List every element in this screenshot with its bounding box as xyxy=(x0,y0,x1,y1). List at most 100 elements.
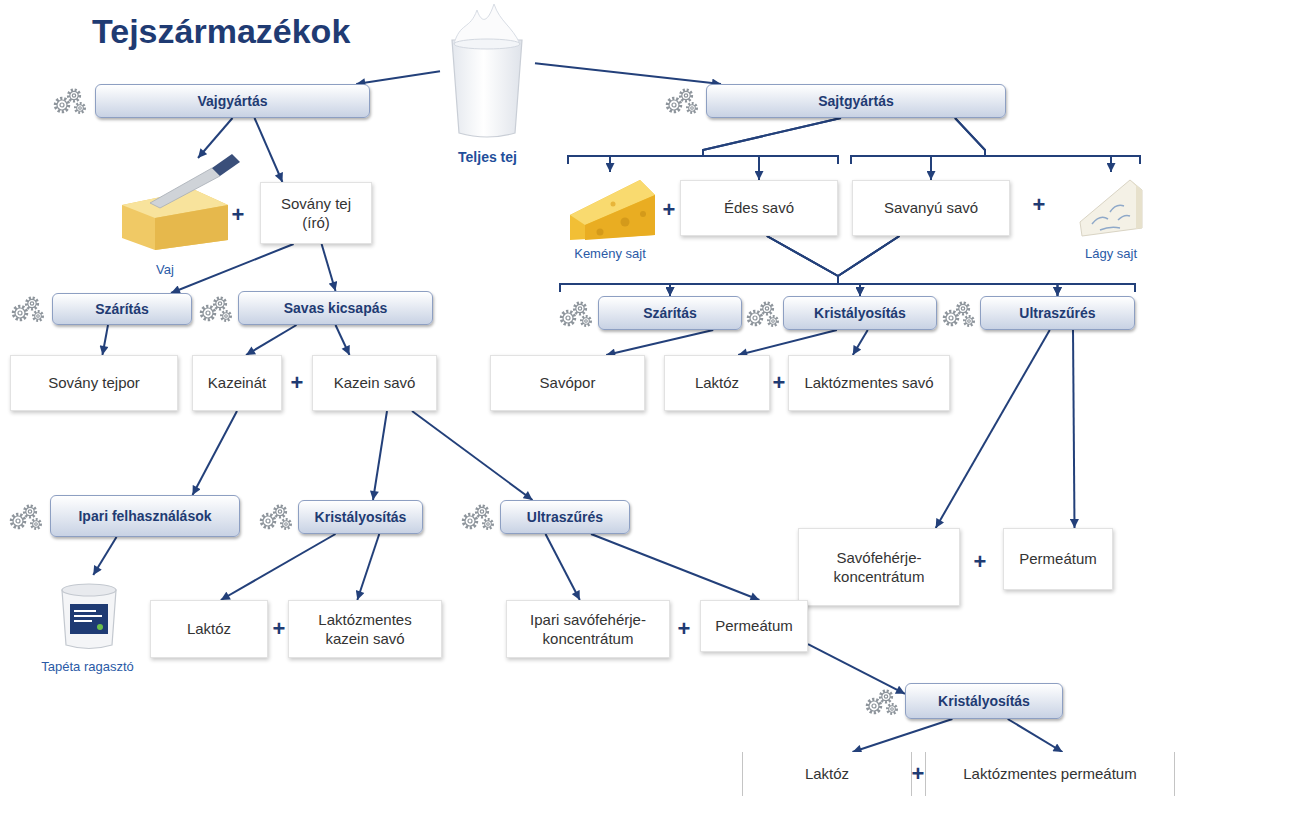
flow-arrow xyxy=(738,330,837,355)
process-box: Ipari felhasználások xyxy=(50,495,240,537)
node-text: Laktóz xyxy=(695,373,739,393)
process-box: Ultraszűrés xyxy=(980,296,1135,330)
hard-cheese-picture xyxy=(570,180,655,240)
group-brackets xyxy=(851,156,1140,164)
milk-glass xyxy=(454,39,520,49)
flow-arrow xyxy=(322,244,336,291)
hard-cheese-picture xyxy=(640,211,646,217)
process-box: Ultraszűrés xyxy=(500,500,630,534)
process-box: Savas kicsapás xyxy=(238,291,433,325)
group-brackets xyxy=(560,156,1140,292)
flow-arrow xyxy=(246,325,297,355)
product-box: Savófehérje-koncentrátum xyxy=(798,528,960,606)
node-text: Kazein savó xyxy=(334,373,416,393)
product-picture: Tapéta ragasztó xyxy=(30,575,145,675)
product-box: Laktóz xyxy=(150,600,268,658)
process-box: Sajtgyártás xyxy=(706,84,1006,118)
node-text: Ultraszűrés xyxy=(1019,305,1095,322)
butter-picture xyxy=(122,154,240,250)
product-box: Savanyú savó xyxy=(852,180,1010,236)
group-brackets xyxy=(560,284,1135,292)
soft-cheese-picture xyxy=(1080,180,1142,236)
paint-bucket-picture xyxy=(74,615,102,617)
product-box: Sovány tej (író) xyxy=(260,182,372,244)
gear-icons xyxy=(56,90,85,113)
node-text: Szárítás xyxy=(643,305,697,322)
paint-bucket-picture xyxy=(70,604,108,634)
flow-arrow xyxy=(853,719,953,752)
milk-glass xyxy=(454,4,520,48)
product-picture: Kemény sajt xyxy=(562,172,658,262)
process-box: Kristályosítás xyxy=(905,683,1063,719)
flow-arrow xyxy=(171,244,294,293)
product-picture: Lágy sajt xyxy=(1068,172,1154,262)
process-box: Szárítás xyxy=(598,296,742,330)
process-box: Szárítás xyxy=(52,293,192,325)
node-text: Kazeinát xyxy=(208,373,266,393)
node-text: Kristályosítás xyxy=(938,693,1030,710)
node-text: Szárítás xyxy=(95,301,149,318)
product-picture: Vaj xyxy=(110,158,220,278)
node-text: Vajgyártás xyxy=(197,93,267,110)
product-box: Édes savó xyxy=(680,180,838,236)
gear-icons xyxy=(749,303,778,326)
plus-sign: + xyxy=(769,370,789,396)
flow-arrow xyxy=(591,534,759,600)
paint-bucket-picture xyxy=(74,610,96,612)
process-box: Kristályosítás xyxy=(298,500,423,534)
flow-arrow xyxy=(1073,330,1075,528)
product-box: Kazeinát xyxy=(192,355,282,411)
paint-bucket-picture xyxy=(62,584,116,596)
soft-cheese-picture xyxy=(1092,205,1130,230)
butter-picture xyxy=(150,168,220,208)
product-box: Laktózmentes permeátum xyxy=(925,752,1175,796)
flow-arrow xyxy=(221,534,336,600)
node-text: Sovány tejpor xyxy=(48,373,140,393)
product-picture: Teljes tej xyxy=(440,8,535,166)
butter-picture xyxy=(212,154,240,176)
node-text: Laktóz xyxy=(805,764,849,784)
soft-cheese-picture xyxy=(1080,180,1142,236)
node-text: Savanyú savó xyxy=(884,198,978,218)
gear-icons xyxy=(12,506,41,529)
flow-arrow xyxy=(535,63,721,84)
plus-sign: + xyxy=(269,616,289,642)
flow-arrow xyxy=(373,411,387,500)
node-text: Ipari felhasználások xyxy=(78,508,211,525)
flow-arrow xyxy=(853,330,868,355)
paint-bucket-picture xyxy=(62,590,116,649)
product-box: Sovány tejpor xyxy=(10,355,178,411)
flow-arrow xyxy=(808,644,905,694)
plus-sign: + xyxy=(228,202,248,228)
gear-icons xyxy=(262,506,291,529)
flow-arrow xyxy=(838,236,1058,296)
product-box: Laktózmentes kazein savó xyxy=(288,600,442,658)
flow-arrow xyxy=(955,118,1111,172)
process-box: Kristályosítás xyxy=(783,296,937,330)
node-text: Laktóz xyxy=(187,619,231,639)
flow-arrow xyxy=(356,71,440,84)
flow-arrow xyxy=(336,325,350,355)
flow-arrow xyxy=(412,411,533,500)
flow-arrow xyxy=(931,118,985,180)
node-text: Édes savó xyxy=(724,198,794,218)
flow-arrow xyxy=(93,537,116,575)
gear-icons xyxy=(562,303,591,326)
group-brackets xyxy=(568,156,838,164)
node-text: Permeátum xyxy=(715,616,793,636)
flow-arrow xyxy=(670,236,838,296)
milk-glass xyxy=(452,4,522,137)
flow-arrow xyxy=(767,236,1058,296)
process-box: Vajgyártás xyxy=(95,84,370,118)
plus-sign: + xyxy=(287,370,307,396)
gear-icons xyxy=(14,298,43,321)
node-text: Ipari savófehérje-koncentrátum xyxy=(515,610,661,649)
paint-bucket-picture xyxy=(97,624,103,630)
product-box: Laktóz xyxy=(742,752,912,796)
product-box: Permeátum xyxy=(700,600,808,652)
node-text: Kemény sajt xyxy=(574,246,646,262)
product-box: Ipari savófehérje-koncentrátum xyxy=(506,600,670,658)
hard-cheese-picture xyxy=(570,180,655,240)
node-text: Laktózmentes kazein savó xyxy=(297,610,433,649)
